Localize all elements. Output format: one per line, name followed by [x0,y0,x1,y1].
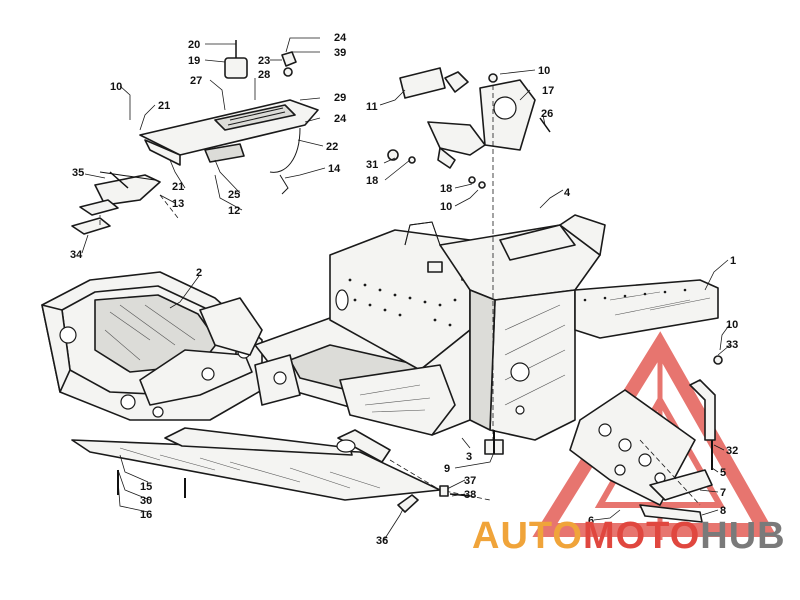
callout-31: 31 [366,159,378,171]
main-chassis [254,214,719,463]
callout-5: 5 [720,467,726,479]
svg-text:AUTOMOTOHUB: AUTOMOTOHUB [472,515,786,557]
callout-29: 29 [334,92,346,104]
console-assembly [71,40,319,235]
callout-14: 14 [328,163,341,175]
callout-16: 16 [140,509,152,521]
callout-25: 25 [228,189,240,201]
callout-11: 11 [366,101,378,113]
callout-37: 37 [464,475,476,487]
watermark-hub: HUB [700,515,785,557]
leader-lines [81,37,731,541]
callout-10-a: 10 [110,81,122,93]
callout-21-b: 21 [172,181,184,193]
callout-18-a: 18 [366,175,378,187]
callout-32: 32 [726,445,738,457]
callout-36: 36 [376,535,388,547]
callout-35: 35 [72,167,84,179]
callout-20: 20 [188,39,200,51]
callout-10-d: 10 [726,319,738,331]
skid-plate [71,427,441,501]
callout-10-c: 10 [440,201,452,213]
callout-9: 9 [444,463,450,475]
callout-17: 17 [542,85,554,97]
callout-30: 30 [140,495,152,507]
callout-27: 27 [190,75,202,87]
callout-24-b: 24 [334,113,347,125]
callout-22: 22 [326,141,338,153]
callouts: 1 2 3 4 5 6 7 8 9 10 10 10 10 11 12 13 1… [70,32,738,547]
callout-13: 13 [172,198,184,210]
callout-12: 12 [228,205,240,217]
bolt-37-38 [439,485,471,497]
rear-bracket [569,355,723,523]
fasteners-15-16-30 [117,470,186,498]
callout-6: 6 [588,515,594,527]
callout-10-b: 10 [538,65,550,77]
front-frame [41,271,263,421]
callout-21-a: 21 [158,100,170,112]
callout-7: 7 [720,487,726,499]
callout-19: 19 [188,55,200,67]
watermark-moto: MOTO [583,515,700,557]
callout-28: 28 [258,69,270,81]
callout-24-a: 24 [334,32,347,44]
callout-23: 23 [258,55,270,67]
callout-8: 8 [720,505,726,517]
watermark-auto: AUTO [472,515,583,557]
callout-2: 2 [196,267,202,279]
bracket-assembly [387,67,551,189]
callout-38: 38 [464,489,476,501]
callout-15: 15 [140,481,152,493]
callout-4: 4 [564,187,571,199]
watermark-logo: AUTOMOTOHUB [472,515,786,557]
callout-33: 33 [726,339,738,351]
callout-1: 1 [730,255,736,267]
callout-26: 26 [541,108,553,120]
callout-34: 34 [70,249,83,261]
callout-39: 39 [334,47,346,59]
callout-18-b: 18 [440,183,452,195]
bolt-9 [484,430,504,455]
clip-36 [397,494,419,513]
callout-3: 3 [466,451,472,463]
